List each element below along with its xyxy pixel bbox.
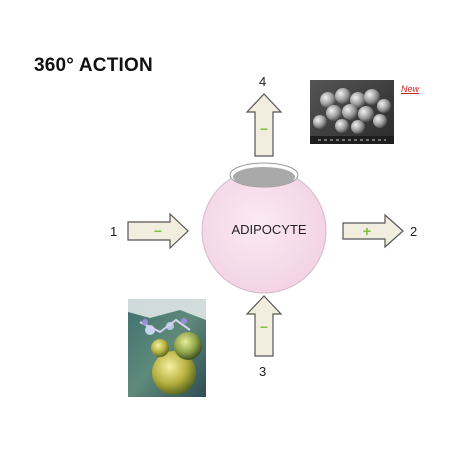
arrow-1-sign: − [154, 223, 162, 239]
arrow-4-sign: − [260, 121, 268, 137]
arrow-1-number: 1 [110, 224, 118, 239]
adipocyte-cell [201, 162, 327, 294]
adipocyte-label: ADIPOCYTE [231, 222, 307, 237]
arrow-3 [245, 295, 283, 357]
arrow-2-sign: + [363, 223, 371, 239]
cell-illustration-image [128, 299, 206, 397]
new-link[interactable]: New [401, 84, 420, 94]
arrow-3-sign: − [260, 319, 268, 335]
arrow-3-number: 3 [259, 364, 267, 379]
arrow-1 [127, 212, 189, 250]
arrow-2-number: 2 [410, 224, 418, 239]
arrow-2 [342, 213, 404, 249]
arrow-4-number: 4 [259, 74, 267, 89]
diagram-title: 360° ACTION [34, 55, 153, 76]
arrow-4 [245, 93, 283, 157]
electron-micrograph-image [310, 80, 394, 144]
